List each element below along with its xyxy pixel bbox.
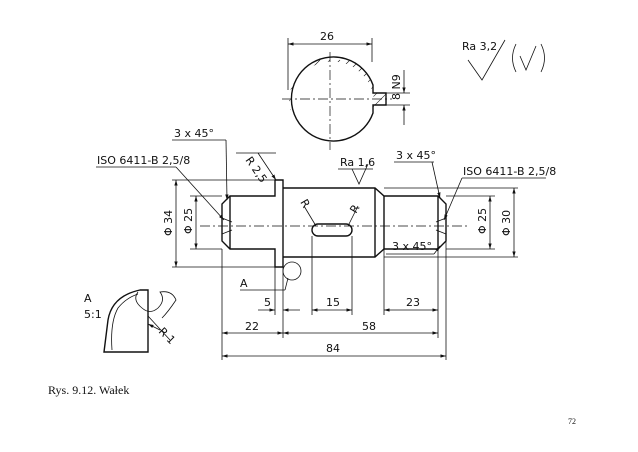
detail-marker-a: A <box>240 277 248 290</box>
figure-caption: Rys. 9.12. Wałek <box>48 383 130 397</box>
dimension-texts: 26 8 N9 Ra 3,2 3 x 45° R 2,5 ISO 6411-B … <box>84 30 556 355</box>
dim-chamfer-right-top: 3 x 45° <box>396 149 436 162</box>
dim-r25: R 2,5 <box>243 154 270 185</box>
dim-chamfer-left: 3 x 45° <box>174 127 214 140</box>
section-hatching <box>289 59 386 116</box>
dim-keyway: 8 N9 <box>390 74 403 100</box>
detail-scale: 5:1 <box>84 308 102 321</box>
dim-22: 22 <box>245 320 259 333</box>
dim-26: 26 <box>320 30 334 43</box>
dim-5: 5 <box>264 296 271 309</box>
shaft-view <box>200 179 470 281</box>
ra-32-text: Ra 3,2 <box>462 40 497 53</box>
iso-left-text: ISO 6411-B 2,5/8 <box>97 154 190 167</box>
dim-84: 84 <box>326 342 340 355</box>
detail-label: A <box>84 292 92 305</box>
dim-r-right: R <box>347 202 362 215</box>
cross-section <box>282 38 410 150</box>
dimension-lines <box>96 139 546 360</box>
dim-phi34: Φ 34 <box>162 210 175 236</box>
dim-phi30: Φ 30 <box>500 210 513 236</box>
dim-phi25-right: Φ 25 <box>476 208 489 234</box>
dim-23: 23 <box>406 296 420 309</box>
page-number: 72 <box>568 417 576 426</box>
dim-15: 15 <box>326 296 340 309</box>
dim-chamfer-right-bottom: 3 x 45° <box>392 240 432 253</box>
surface-roughness-symbol <box>467 39 545 81</box>
iso-right-text: ISO 6411-B 2,5/8 <box>463 165 556 178</box>
detail-a <box>103 289 177 353</box>
dim-phi25-left: Φ 25 <box>182 208 195 234</box>
ra-16-text: Ra 1,6 <box>340 156 375 169</box>
dim-58: 58 <box>362 320 376 333</box>
